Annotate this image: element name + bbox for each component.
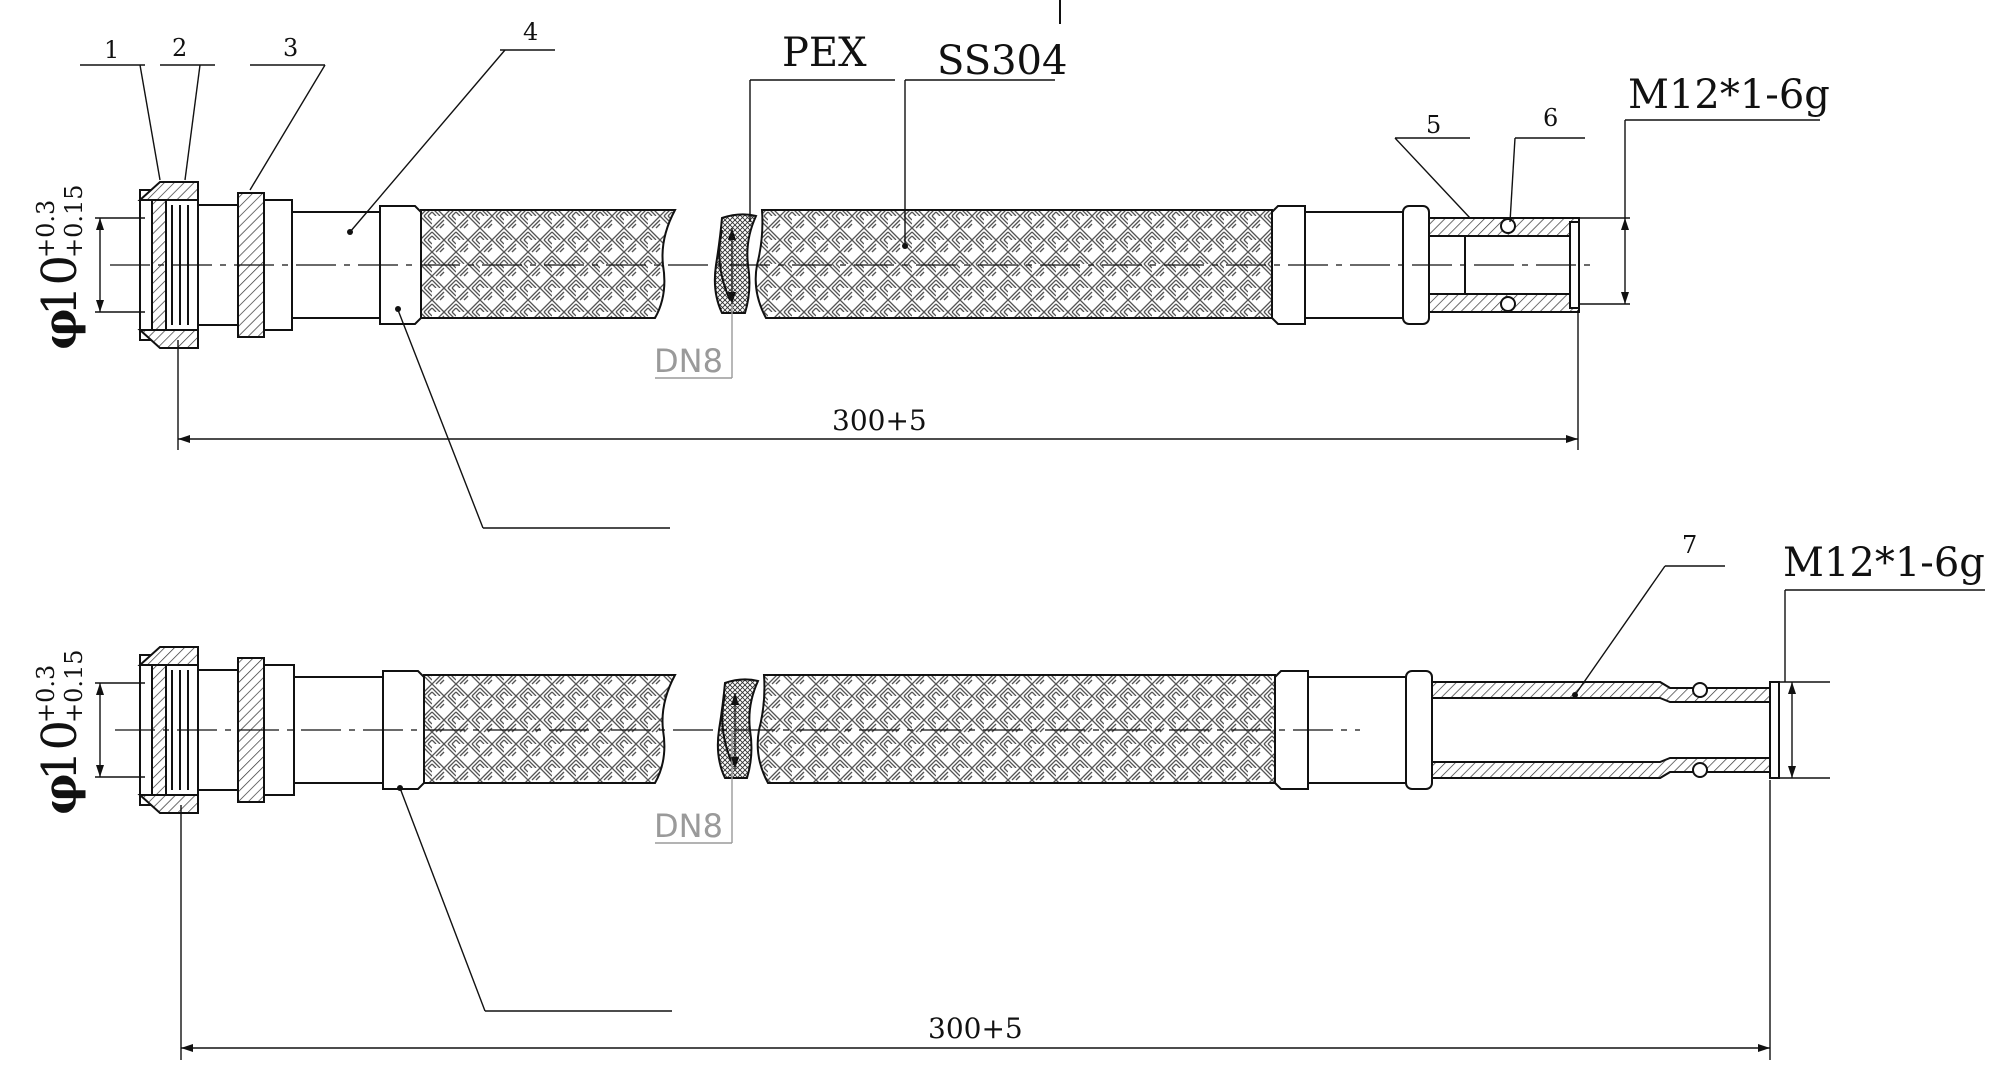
callout-1: 1 — [104, 36, 119, 64]
diameter-lower-tol-top: +0.15 — [60, 184, 88, 258]
ss304-label: SS304 — [937, 38, 1067, 84]
braided-hose-left — [420, 209, 677, 319]
length-dim-top: 300+5 — [832, 404, 927, 437]
callout-6: 6 — [1543, 104, 1558, 132]
diameter-nominal-bottom: 10 — [32, 720, 88, 781]
thread-spec-top: M12*1-6g — [1628, 72, 1830, 118]
thread-spec-bottom: M12*1-6g — [1783, 540, 1985, 586]
braided-hose-right — [754, 209, 1273, 319]
callout-3: 3 — [283, 34, 298, 62]
diameter-symbol-bottom: φ — [33, 773, 87, 815]
length-dim-bottom: 300+5 — [928, 1012, 1023, 1045]
callout-4: 4 — [523, 18, 538, 46]
callout-5: 5 — [1426, 111, 1441, 139]
diameter-symbol-top: φ — [33, 308, 87, 350]
dn8-label-top: DN8 — [654, 342, 723, 380]
dn8-label-bottom: DN8 — [654, 807, 723, 845]
diameter-nominal-top: 10 — [32, 255, 88, 316]
diameter-upper-tol-top: +0.3 — [32, 200, 60, 258]
pex-liner — [713, 213, 758, 314]
o-ring-top — [1500, 218, 1516, 234]
pex-label: PEX — [782, 30, 867, 76]
nut-chamfer-bottom — [137, 329, 199, 349]
assembly-bottom — [137, 646, 1780, 814]
diameter-upper-tol-bottom: +0.3 — [32, 665, 60, 723]
callout-2: 2 — [172, 34, 187, 62]
diameter-lower-tol-bottom: +0.15 — [60, 649, 88, 723]
o-ring-bottom — [1500, 296, 1516, 312]
callout-7: 7 — [1682, 531, 1697, 559]
nut-chamfer-top — [137, 181, 199, 201]
